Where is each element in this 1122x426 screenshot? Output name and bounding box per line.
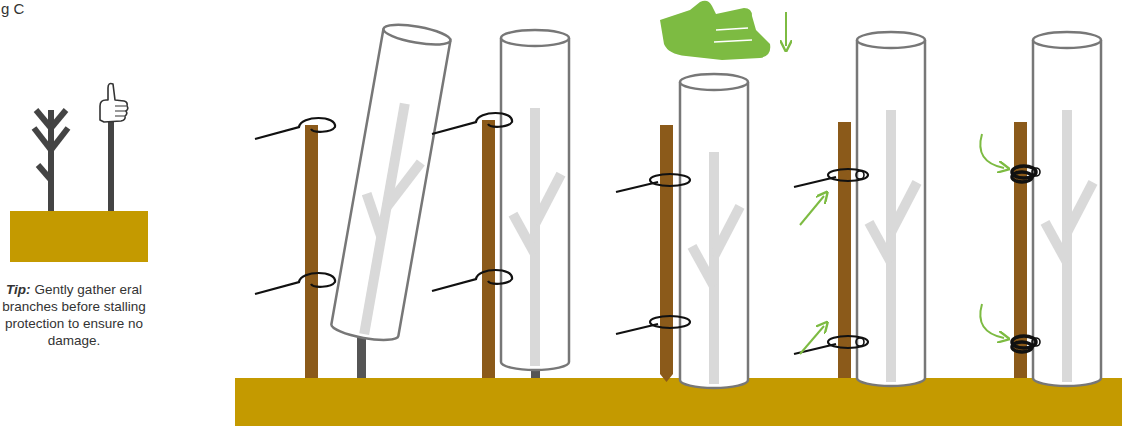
- tip-note: Tip:Gently gather eral branches before s…: [1, 281, 147, 349]
- tie-wire: [1012, 336, 1040, 352]
- tip-heading: Tip:: [6, 282, 31, 297]
- seedling-branched: [34, 110, 68, 211]
- sapling: [343, 100, 431, 339]
- tie-wire: [794, 336, 868, 354]
- stake: [1014, 122, 1027, 378]
- sapling: [513, 108, 561, 366]
- twist-arrow: [980, 304, 1004, 338]
- push-arrow: [785, 12, 787, 46]
- ground: [235, 378, 1122, 426]
- ground-block: [10, 211, 148, 262]
- pull-arrow: [800, 196, 824, 225]
- stake: [305, 125, 318, 378]
- seedling-gathered: [100, 84, 128, 212]
- tree-guard-tube: [1033, 32, 1101, 386]
- tie-wire: [255, 118, 335, 139]
- tree-guard-tube: [857, 32, 925, 386]
- sapling: [692, 152, 740, 384]
- tree-guard-tube: [330, 21, 452, 344]
- glove-pressing: [660, 1, 770, 60]
- tie-wire: [794, 169, 868, 187]
- tree-guard-tube: [680, 74, 748, 388]
- stake: [482, 120, 495, 378]
- tie-wire: [432, 270, 512, 291]
- pull-arrow: [800, 326, 824, 354]
- sapling: [869, 110, 917, 382]
- tie-wire: [616, 174, 690, 192]
- tie-wire: [432, 113, 512, 134]
- sapling: [1045, 110, 1093, 382]
- tree-guard-tube: [501, 30, 569, 370]
- tie-wire: [616, 316, 690, 334]
- tie-wire: [255, 273, 335, 294]
- glove-fingers: [714, 28, 752, 42]
- tie-wire: [1012, 166, 1040, 182]
- figure-label: g C: [1, 0, 24, 17]
- stake: [660, 125, 673, 382]
- twist-arrow: [980, 134, 1004, 168]
- stake: [838, 122, 851, 378]
